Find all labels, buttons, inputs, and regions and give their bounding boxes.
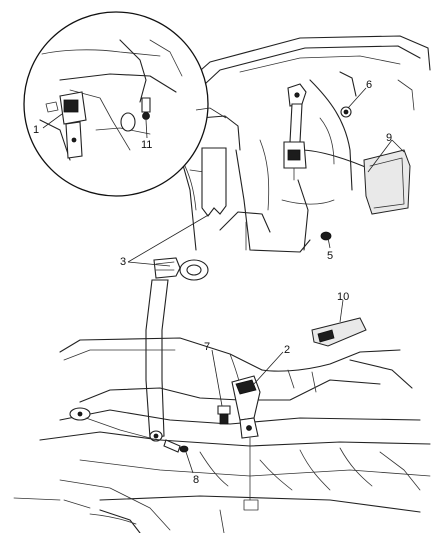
callout-9: 9	[386, 132, 392, 144]
callout-11: 11	[141, 139, 152, 151]
callout-7: 7	[204, 341, 210, 353]
body-side-structure	[175, 35, 431, 253]
callout-8: 8	[193, 474, 199, 486]
upper-anchor-retractor	[283, 83, 307, 181]
buckle-assembly-2	[231, 375, 261, 511]
bolt-6	[340, 106, 352, 118]
inset-connector-line	[195, 107, 227, 119]
callout-labels: 1 11 2 3 5 6 7 8 9 10	[33, 79, 392, 486]
trim-cover-9	[363, 149, 411, 215]
bolt-7	[217, 405, 231, 425]
detail-inset	[23, 11, 209, 197]
leader-lines	[42, 87, 405, 474]
callout-10: 10	[337, 291, 349, 303]
callout-2: 2	[284, 344, 290, 356]
callout-6: 6	[366, 79, 372, 91]
floor-anchor-bracket	[69, 407, 151, 439]
bolt-8	[163, 439, 189, 453]
belt-webbing-3	[145, 257, 181, 442]
callout-3: 3	[120, 256, 126, 268]
floor-pan-structure	[13, 337, 431, 533]
nut-5	[320, 231, 332, 241]
webbing-cutout	[201, 147, 227, 217]
buckle-cover-10	[311, 317, 367, 347]
guide-grommet	[179, 259, 209, 281]
callout-1: 1	[33, 124, 39, 136]
callout-5: 5	[327, 250, 333, 262]
